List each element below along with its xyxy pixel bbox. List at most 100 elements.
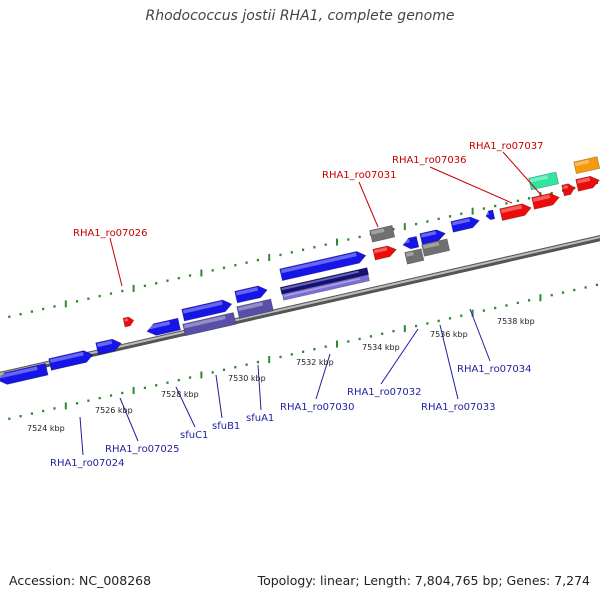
gene-label-ro07032[interactable]: RHA1_ro07032 <box>347 387 422 398</box>
gene-ro07030-shape[interactable] <box>279 267 369 295</box>
scale-label: 7538 kbp <box>497 317 535 326</box>
callout-ro07032 <box>380 328 419 385</box>
gene-ro07030[interactable] <box>279 267 369 295</box>
gene-label-ro07037[interactable]: RHA1_ro07037 <box>469 141 544 152</box>
gene-sfuA1-blue-shape[interactable] <box>234 284 269 304</box>
callout-ro07025 <box>119 397 139 442</box>
gene-ro07026[interactable] <box>122 316 135 328</box>
gene-ro07033-shine <box>405 251 414 257</box>
gene-ro07032b-shape[interactable] <box>419 228 447 245</box>
gene-ro07037-extra-shape[interactable] <box>575 174 600 192</box>
gene-label-ro07030[interactable]: RHA1_ro07030 <box>280 402 355 413</box>
gene-sfuA1-shine <box>237 301 264 312</box>
gene-ro07032-shape[interactable] <box>402 235 420 250</box>
gene-sfuC1[interactable] <box>146 317 181 337</box>
gene-ro07025b[interactable] <box>95 337 123 355</box>
gene-ro07030-shine <box>281 270 359 291</box>
gene-label-sfuA1[interactable]: sfuA1 <box>246 413 274 424</box>
callout-ro07034 <box>469 308 491 362</box>
gene-label-ro07031[interactable]: RHA1_ro07031 <box>322 170 397 181</box>
gene-label-ro07033[interactable]: RHA1_ro07033 <box>421 402 496 413</box>
gene-ro07025b-shine <box>96 340 113 348</box>
gene-ro07032b[interactable] <box>419 228 447 245</box>
gene-ro07037[interactable] <box>528 171 559 191</box>
gene-ro07037b[interactable] <box>573 156 600 175</box>
callout-sfuA1 <box>257 364 262 411</box>
genome-backbone-highlight <box>0 236 600 375</box>
gene-ro07034b[interactable] <box>485 209 496 221</box>
gene-ro07030-blue[interactable] <box>279 250 367 282</box>
gene-sfuC1-shine <box>146 321 171 330</box>
gene-sfuB1-shape[interactable] <box>182 312 237 337</box>
gene-ro07037-shine <box>529 174 549 183</box>
gene-ro07030-b-shape[interactable] <box>281 274 370 301</box>
gene-sfuB1-blue[interactable] <box>181 298 233 322</box>
gene-ro07037b-shine <box>574 159 590 167</box>
gene-ro07036b-shape[interactable] <box>531 192 561 210</box>
gene-label-ro07036[interactable]: RHA1_ro07036 <box>392 155 467 166</box>
gene-sfuB1-blue-shine <box>182 301 223 314</box>
gene-ro07031-grey[interactable] <box>369 225 396 243</box>
callout-sfuC1 <box>175 386 196 428</box>
gene-ro07037-shape[interactable] <box>528 171 559 191</box>
gene-ro07036c-shape[interactable] <box>561 183 576 197</box>
gene-sfuA1[interactable] <box>236 298 274 319</box>
gene-ro07036-shape[interactable] <box>499 202 533 221</box>
gene-ro07032[interactable] <box>402 235 420 250</box>
gene-label-ro07024[interactable]: RHA1_ro07024 <box>50 458 125 469</box>
gene-sfuA1-blue[interactable] <box>234 284 269 304</box>
gene-ro07036-shine <box>500 204 523 214</box>
tick-row-upper <box>8 181 599 318</box>
callout-ro07024 <box>79 416 84 456</box>
gene-ro07030-blue-shape[interactable] <box>279 250 367 282</box>
gene-ro07032b-shine <box>420 230 437 238</box>
scale-label: 7528 kbp <box>161 390 199 399</box>
gene-ro07025-shape[interactable] <box>48 349 95 371</box>
gene-ro07033[interactable] <box>404 248 425 265</box>
map-title: Rhodococcus jostii RHA1, complete genome <box>145 8 455 24</box>
gene-label-sfuB1[interactable]: sfuB1 <box>212 421 240 432</box>
gene-ro07024[interactable] <box>0 362 49 386</box>
gene-ro07025b-shape[interactable] <box>95 337 123 355</box>
gene-ro07031-grey-shape[interactable] <box>369 225 396 243</box>
gene-ro07026-shape[interactable] <box>122 316 135 328</box>
gene-label-sfuC1[interactable]: sfuC1 <box>180 430 208 441</box>
callout-ro07036 <box>429 166 513 204</box>
scale-label: 7534 kbp <box>362 343 400 352</box>
gene-ro07033b-shape[interactable] <box>421 238 451 257</box>
callout-sfuB1 <box>215 374 223 419</box>
gene-sfuB1-blue-shape[interactable] <box>181 298 233 322</box>
callout-ro07037 <box>502 151 543 197</box>
gene-ro07034[interactable] <box>450 215 481 233</box>
gene-ro07033b[interactable] <box>421 238 451 257</box>
gene-ro07036c[interactable] <box>561 183 576 197</box>
gene-ro07031-shape[interactable] <box>372 244 398 261</box>
gene-ro07031[interactable] <box>372 244 398 261</box>
gene-ro07037-extra-shine <box>576 177 591 184</box>
callout-ro07030 <box>315 353 331 400</box>
scale-label: 7526 kbp <box>95 406 133 415</box>
gene-ro07036[interactable] <box>499 202 533 221</box>
gene-label-ro07025[interactable]: RHA1_ro07025 <box>105 444 180 455</box>
gene-ro07024-shape[interactable] <box>0 362 49 386</box>
gene-ro07034-shine <box>451 218 471 226</box>
gene-ro07033-shape[interactable] <box>404 248 425 265</box>
gene-sfuB1[interactable] <box>182 312 237 337</box>
gene-ro07030-b-shine <box>283 277 360 297</box>
gene-ro07025[interactable] <box>48 349 95 371</box>
gene-ro07036b[interactable] <box>531 192 561 210</box>
gene-ro07031-grey-shine <box>370 228 385 235</box>
gene-sfuA1-shape[interactable] <box>236 298 274 319</box>
gene-ro07037-extra[interactable] <box>575 174 600 192</box>
gene-ro07034-shape[interactable] <box>450 215 481 233</box>
gene-ro07034b-shape[interactable] <box>485 209 496 221</box>
gene-sfuC1-shape[interactable] <box>146 317 181 337</box>
gene-ro07030-b[interactable] <box>281 274 370 301</box>
callout-ro07026 <box>109 237 123 287</box>
gene-ro07024-shine <box>0 366 38 379</box>
gene-ro07032-shine <box>402 239 410 244</box>
gene-label-ro07026[interactable]: RHA1_ro07026 <box>73 228 148 239</box>
gene-sfuA1-blue-shine <box>235 287 259 296</box>
gene-label-ro07034[interactable]: RHA1_ro07034 <box>457 364 532 375</box>
